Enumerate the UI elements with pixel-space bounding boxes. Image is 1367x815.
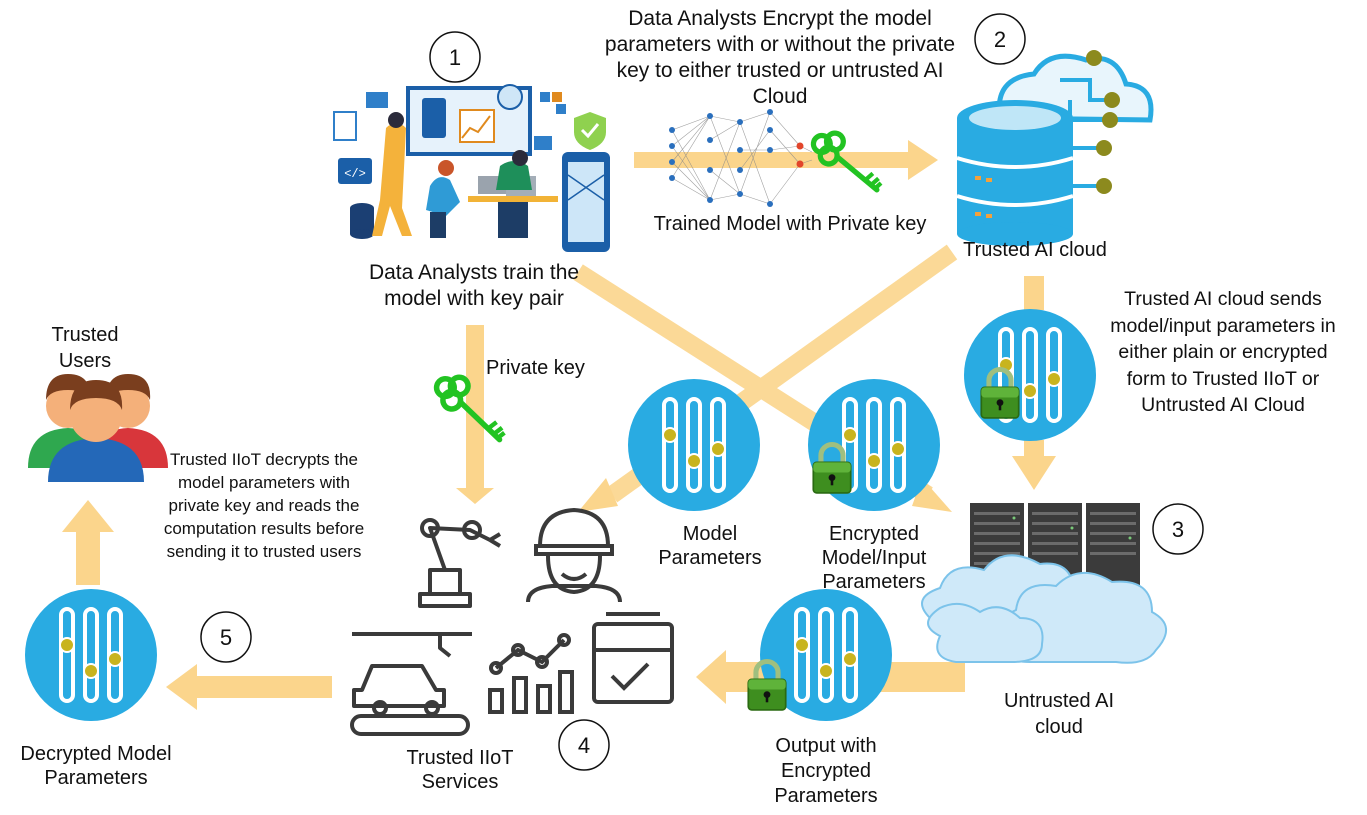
step-2-number: 2 <box>994 27 1006 52</box>
arrow-iiot-to-decrypted <box>166 664 332 710</box>
step-2-badge: 2 <box>974 13 1026 65</box>
neural-network-icon <box>669 109 813 207</box>
cloud-database-icon <box>956 50 1154 246</box>
arrow-decrypted-to-users <box>62 500 114 585</box>
trained-model-label: Trained Model with Private key <box>653 213 927 235</box>
iiot-services-label: Trusted IIoT Services <box>406 747 514 793</box>
untrusted-cloud-shape <box>921 554 1167 664</box>
slider-params-icon-model <box>626 377 762 513</box>
analysts-illustration: </> <box>333 84 610 252</box>
trusted-cloud-label: Trusted AI cloud <box>963 239 1107 261</box>
step-3-badge: 3 <box>1152 503 1204 555</box>
output-encrypted-label: Output with Encrypted Parameters <box>774 735 878 807</box>
model-parameters-label: Model Parameters <box>658 523 762 569</box>
arrow-private-key-down <box>456 325 494 504</box>
chart-icon <box>488 633 574 714</box>
worker-icon <box>526 507 622 603</box>
step-5-number: 5 <box>220 625 232 650</box>
users-icon <box>28 374 168 482</box>
untrusted-cloud-label: Untrusted AI cloud <box>1003 690 1115 738</box>
private-key-label: Private key <box>486 357 585 379</box>
trusted-users-label: Trusted Users <box>51 324 119 372</box>
arrow-trusted-cloud-down <box>1012 276 1056 490</box>
encrypt-note: Data Analysts Encrypt the model paramete… <box>604 7 956 108</box>
step-4-number: 4 <box>578 733 590 758</box>
step-1-number: 1 <box>449 45 461 70</box>
decrypted-params-label: Decrypted Model Parameters <box>20 743 172 789</box>
step-1-badge: 1 <box>429 31 481 83</box>
slider-params-icon-trusted-cloud <box>962 307 1098 443</box>
analysts-train-label: Data Analysts train the model with key p… <box>368 261 580 310</box>
step-badges: 1 2 3 4 5 <box>200 13 1204 771</box>
car-assembly-icon <box>350 632 472 736</box>
slider-params-icon-decrypted <box>23 587 159 723</box>
step-3-number: 3 <box>1172 517 1184 542</box>
step-4-badge: 4 <box>558 719 610 771</box>
arrowhead-iiot <box>578 478 618 512</box>
browser-check-icon <box>592 612 674 704</box>
cloud-sends-note: Trusted AI cloud sends model/input param… <box>1110 288 1336 416</box>
iiot-decrypts-note: Trusted IIoT decrypts the model paramete… <box>163 450 365 561</box>
svg-text:</>: </> <box>344 167 366 181</box>
arrow-model-to-trusted-cloud <box>634 140 938 180</box>
step-5-badge: 5 <box>200 611 252 663</box>
robot-arm-icon <box>418 518 502 608</box>
encrypted-params-label: Encrypted Model/Input Parameters <box>821 523 927 593</box>
